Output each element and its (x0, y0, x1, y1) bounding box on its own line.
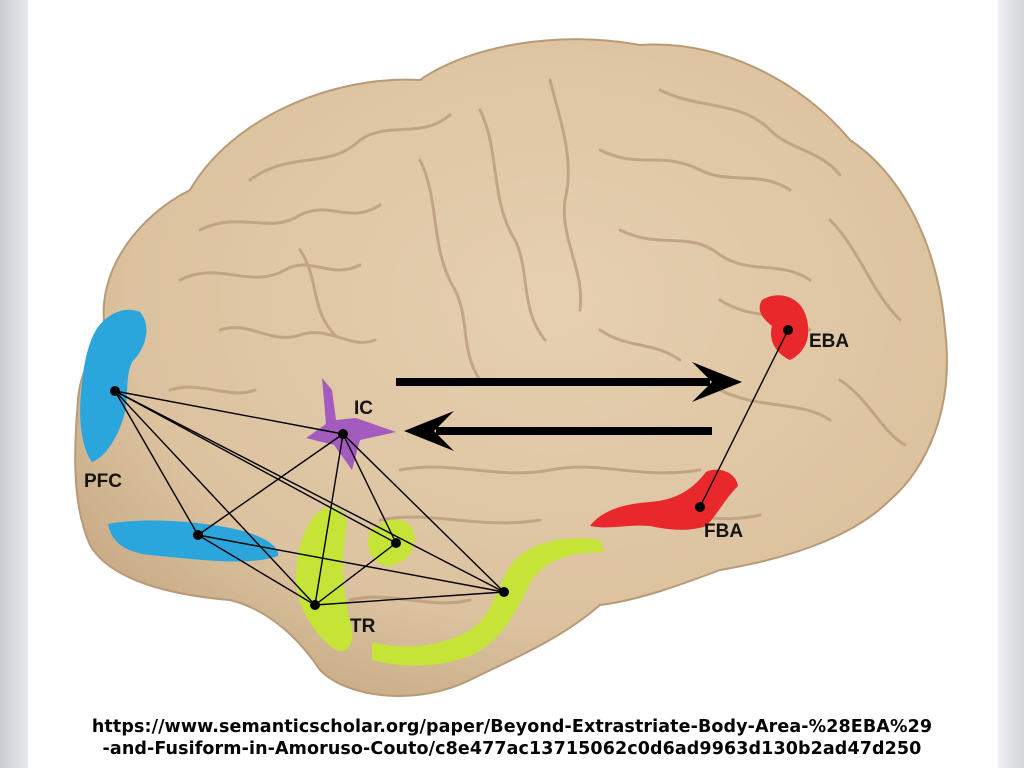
source-caption: https://www.semanticscholar.org/paper/Be… (0, 716, 1024, 760)
fba-node (695, 502, 705, 512)
caption-line-1: https://www.semanticscholar.org/paper/Be… (91, 717, 933, 737)
pfc-node (110, 386, 120, 396)
tr-regions (296, 506, 604, 666)
tr-node (310, 600, 320, 610)
tr-upper-node (391, 538, 401, 548)
ic-node (338, 429, 348, 439)
tr-right-node (499, 587, 509, 597)
tr-label: TR (350, 616, 376, 637)
caption-line-2: -and-Fusiform-in-Amoruso-Couto/c8e477ac1… (102, 739, 922, 759)
brain-hemisphere (74, 38, 948, 697)
connection-lines (114, 329, 789, 606)
fba-label: FBA (704, 521, 743, 542)
pfc-lower-node (193, 530, 203, 540)
pfc-region (80, 309, 279, 562)
eba-label: EBA (809, 331, 849, 352)
ic-region (306, 378, 396, 470)
slide-left-edge (0, 0, 28, 768)
right-arrow (396, 362, 742, 402)
ic-label: IC (354, 398, 373, 419)
slide-right-edge (998, 0, 1024, 768)
left-arrow (404, 411, 712, 451)
eba-node (783, 325, 793, 335)
pfc-label: PFC (84, 471, 122, 492)
